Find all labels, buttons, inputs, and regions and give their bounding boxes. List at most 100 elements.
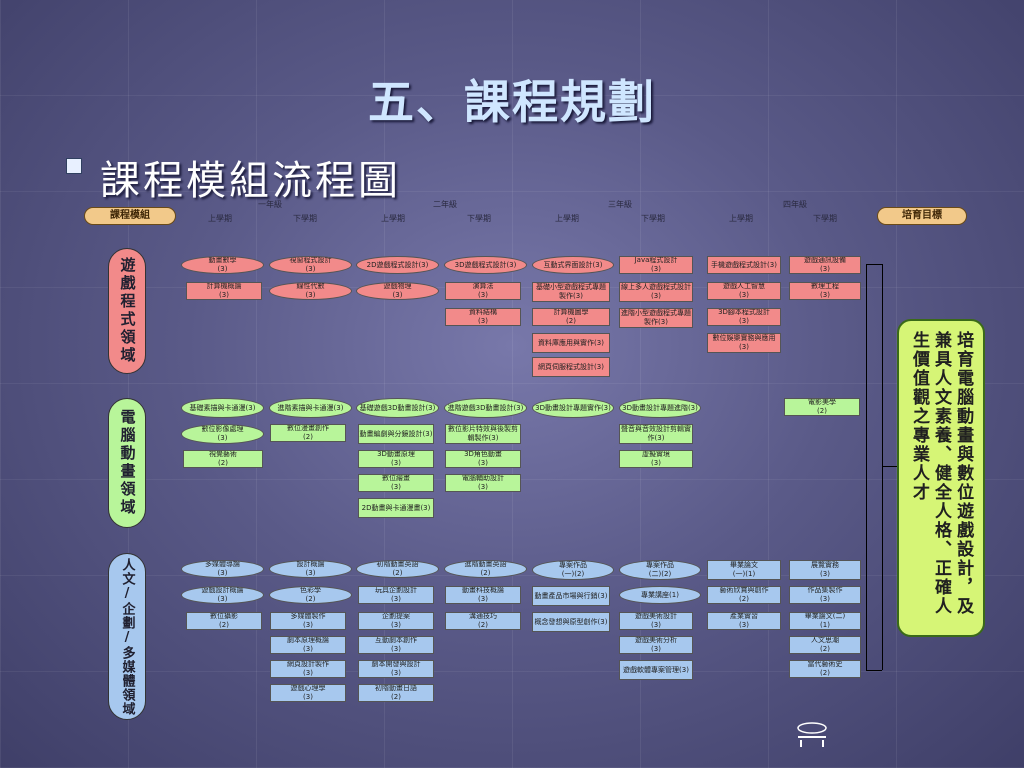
course-node: 3D動畫設計專題進階(3)	[619, 398, 701, 418]
course-node: 數位娛樂實務與應用(3)	[707, 333, 781, 353]
semester-8: 下學期	[813, 214, 837, 223]
bracket-line	[882, 264, 883, 670]
course-node: 3D角色動畫(3)	[445, 450, 521, 468]
course-node: 初階動畫日語(2)	[358, 684, 434, 702]
course-node: 展覽實務(3)	[789, 560, 861, 580]
course-node: 進階動畫英語(2)	[444, 560, 527, 578]
course-node: 網頁設計製作(3)	[270, 660, 346, 678]
course-node: 資料結構(3)	[445, 308, 521, 326]
semester-1: 上學期	[208, 214, 232, 223]
semester-3: 上學期	[381, 214, 405, 223]
course-node: 動畫科技概論(3)	[445, 586, 521, 604]
course-node: 線上多人遊戲程式設計(3)	[619, 282, 693, 302]
course-node: 劇本開發與設計(3)	[358, 660, 434, 678]
goal-header: 培育目標	[877, 207, 967, 225]
semester-5: 上學期	[555, 214, 579, 223]
course-node: 多媒體導論(3)	[181, 560, 264, 578]
course-node: 基礎素描與卡通漫(3)	[181, 398, 264, 418]
course-node: 數位繪畫(3)	[358, 474, 434, 492]
course-node: 專案作品(二)(2)	[619, 560, 701, 580]
course-node: Java程式設計(3)	[619, 256, 693, 274]
course-node: 2D動畫與卡通漫畫(3)	[358, 498, 434, 518]
course-node: 基礎遊戲3D動畫設計(3)	[356, 398, 439, 418]
course-node: 電影美學(2)	[784, 398, 860, 416]
course-node: 遊戲設計概論(3)	[181, 586, 264, 604]
course-node: 進階遊戲3D動畫設計(3)	[444, 398, 527, 418]
course-node: 遊戲人工智慧(3)	[707, 282, 781, 300]
logo-icon	[797, 722, 827, 747]
course-node: 專業講座(1)	[619, 586, 701, 604]
course-node: 2D遊戲程式設計(3)	[356, 256, 439, 274]
course-node: 遊戲美術設計(3)	[619, 612, 693, 630]
course-node: 計算機概論(3)	[186, 282, 262, 300]
course-node: 3D腳本程式設計(3)	[707, 308, 781, 326]
training-goal-box: 培育電腦動畫與數位遊戲設計，及兼具人文素養、健全人格、正確人生價值觀之專業人才	[897, 319, 985, 637]
year-1: 一年級	[258, 200, 282, 209]
course-node: 手機遊戲程式設計(3)	[707, 256, 781, 274]
course-node: 概念發想與原型創作(3)	[532, 612, 610, 632]
course-node: 初階動畫英語(2)	[356, 560, 439, 578]
course-node: 溝通技巧(2)	[445, 612, 521, 630]
module-header: 課程模組	[84, 207, 176, 225]
domain-animation-label: 電腦動畫領域	[108, 398, 146, 528]
bracket-line	[866, 264, 882, 265]
domain-game-label: 遊戲程式領域	[108, 248, 146, 374]
course-node: 動畫編劇與分鏡設計(3)	[358, 424, 434, 444]
course-node: 視窗程式設計(3)	[269, 256, 352, 274]
course-node: 作品集製作(3)	[789, 586, 861, 604]
course-node: 虛擬實境(3)	[619, 450, 693, 468]
course-node: 劇本原理概論(3)	[270, 636, 346, 654]
course-node: 遊戲軟體專案管理(3)	[619, 660, 693, 680]
semester-6: 下學期	[641, 214, 665, 223]
course-node: 視覺藝術(2)	[183, 450, 263, 468]
course-node: 互動式界面設計(3)	[532, 256, 614, 274]
course-node: 動畫數學(3)	[181, 256, 264, 274]
course-node: 進階素描與卡通漫(3)	[269, 398, 352, 418]
course-node: 遊戲心理學(3)	[270, 684, 346, 702]
course-node: 遊戲物理(3)	[356, 282, 439, 300]
course-node: 藝術欣賞與創作(2)	[707, 586, 781, 604]
page-title: 五、課程規劃	[368, 75, 656, 129]
course-node: 數理工程(3)	[789, 282, 861, 300]
course-node: 演算法(3)	[445, 282, 521, 300]
course-node: 3D動畫設計專題實作(3)	[532, 398, 614, 418]
course-node: 遊戲通訊設備(3)	[789, 256, 861, 274]
bracket-line	[866, 670, 882, 671]
course-node: 產業實習(3)	[707, 612, 781, 630]
course-node: 動畫產品市場與行銷(3)	[532, 586, 610, 606]
course-node: 遊戲美術分析(3)	[619, 636, 693, 654]
course-node: 網頁伺服程式設計(3)	[532, 357, 610, 377]
course-node: 計算機圖學(2)	[532, 308, 610, 326]
course-node: 互動劇本創作(3)	[358, 636, 434, 654]
year-3: 三年級	[608, 200, 632, 209]
course-node: 人文思潮(2)	[789, 636, 861, 654]
course-node: 玩具企劃設計(3)	[358, 586, 434, 604]
course-node: 電腦輔助設計(3)	[445, 474, 521, 492]
subtitle: 課程模組流程圖	[100, 158, 401, 204]
course-node: 3D動畫原理(3)	[358, 450, 434, 468]
course-node: 數位影片特效與後製剪輯製作(3)	[445, 424, 521, 444]
bracket-line	[882, 466, 897, 467]
semester-2: 下學期	[293, 214, 317, 223]
course-node: 資料庫應用與實作(3)	[532, 333, 610, 353]
course-node: 3D遊戲程式設計(3)	[444, 256, 527, 274]
year-2: 二年級	[433, 200, 457, 209]
course-node: 基礎小型遊戲程式專題製作(3)	[532, 282, 610, 302]
course-node: 專案作品(一)(2)	[532, 560, 614, 580]
course-node: 線性代數(3)	[269, 282, 352, 300]
course-node: 聲音與音效設計剪輯實作(3)	[619, 424, 693, 444]
course-node: 畢業論文(二)(1)	[789, 612, 861, 630]
course-node: 進階小型遊戲程式專題製作(3)	[619, 308, 693, 328]
course-node: 設計概論(3)	[269, 560, 352, 578]
bullet-square-icon	[66, 158, 82, 174]
course-node: 數位攝影(2)	[186, 612, 262, 630]
course-node: 數位漫畫創作(2)	[270, 424, 346, 442]
course-node: 當代藝術史(2)	[789, 660, 861, 678]
semester-4: 下學期	[467, 214, 491, 223]
course-node: 企劃提案(3)	[358, 612, 434, 630]
year-4: 四年級	[783, 200, 807, 209]
bracket-line	[866, 264, 867, 670]
course-node: 畢業論文(一)(1)	[707, 560, 781, 580]
domain-humanities-label: 人文/企劃/多媒體領域	[108, 553, 146, 720]
semester-7: 上學期	[729, 214, 753, 223]
